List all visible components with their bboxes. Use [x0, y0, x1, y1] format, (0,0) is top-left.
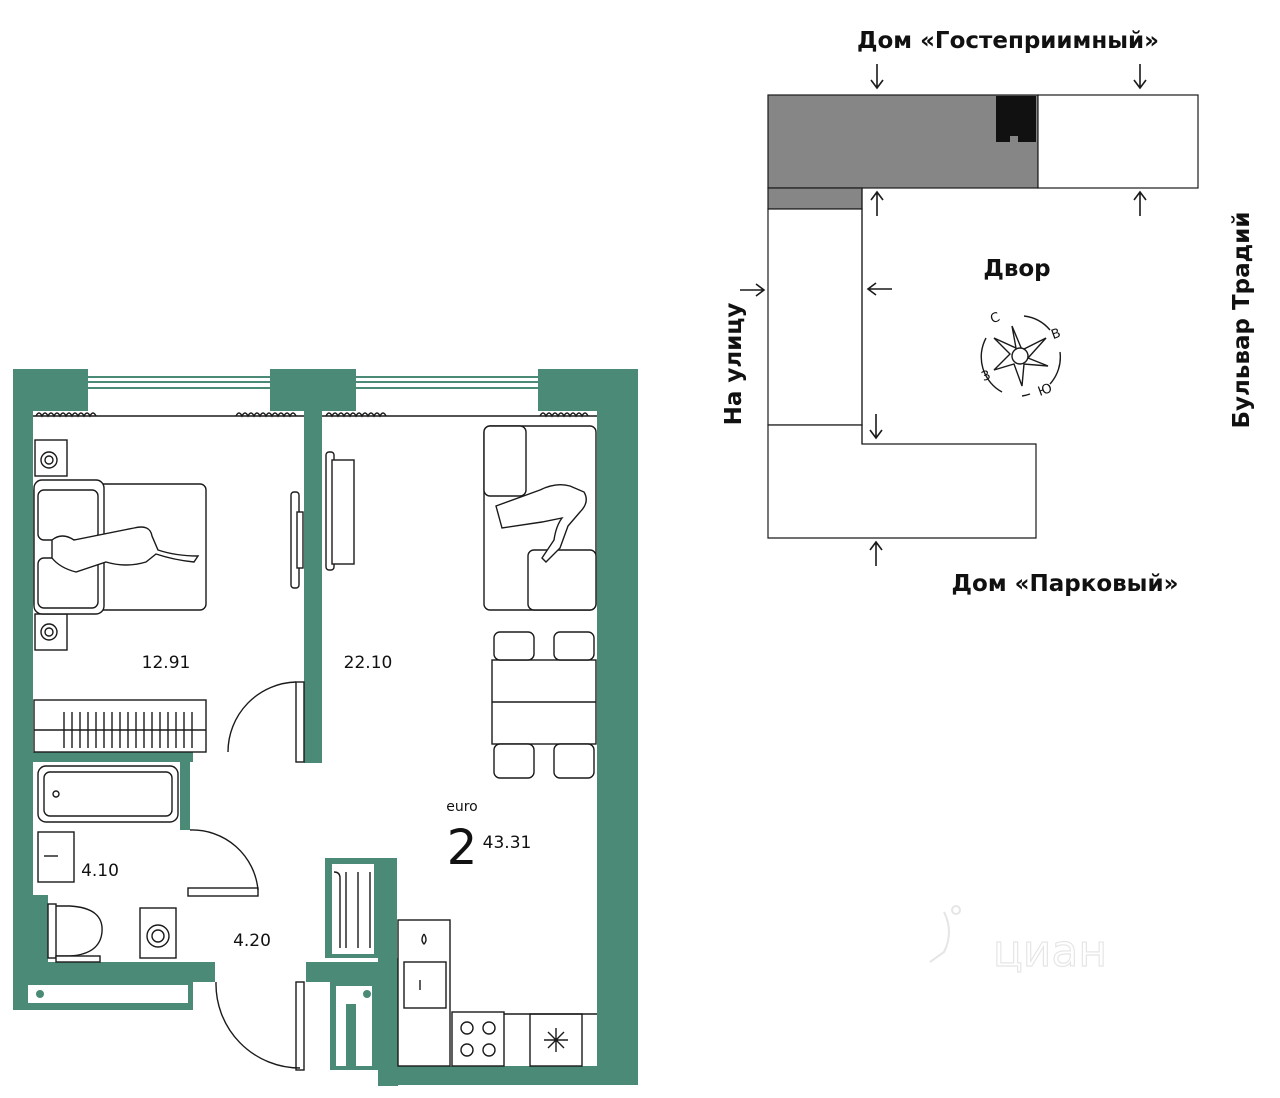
kitchen-sink	[403, 961, 447, 1009]
wall-top-left-pier	[13, 369, 88, 411]
building-top-right	[1037, 94, 1199, 189]
room-area-bathroom: 4.10	[81, 861, 119, 881]
snowflake-icon	[544, 1028, 568, 1052]
building-left-middle	[767, 208, 863, 426]
apartment-type-prefix: euro	[446, 799, 478, 815]
arrow-up-icon	[870, 190, 884, 216]
window-bedroom	[88, 376, 270, 389]
wall-bottom-left	[13, 962, 215, 982]
windows	[88, 376, 538, 389]
complex-building-wing	[767, 187, 863, 210]
window-living	[356, 376, 538, 389]
niche-left	[28, 985, 188, 1003]
riser-dot-left	[36, 990, 44, 998]
cian-logo-icon	[929, 905, 961, 963]
wall-bath-right	[180, 762, 190, 830]
apartment-rooms-count: 2	[447, 820, 478, 876]
compass-south: Ю	[1036, 381, 1054, 400]
niche-shaft	[332, 864, 374, 954]
niche-vestibule-inner	[346, 1004, 356, 1068]
sofa-cushion-top	[483, 425, 527, 497]
watermark-text: циан	[993, 926, 1107, 977]
sofa-cushion-bottom	[527, 549, 597, 611]
compass-east: В	[1049, 326, 1063, 343]
radiator-living	[333, 871, 371, 948]
toilet	[49, 905, 103, 957]
door-bedroom	[227, 681, 305, 763]
curtain-bedroom-right	[235, 412, 297, 418]
door-bathroom	[187, 829, 259, 897]
stove-burner-icon	[460, 1021, 474, 1035]
sleeping-person-icon	[51, 526, 200, 573]
apartment-floor-plan: 12.91 22.10 4.10 4.20 euro 2 43.31	[13, 369, 638, 1086]
room-area-bedroom: 12.91	[142, 653, 191, 673]
chair-2	[553, 631, 595, 661]
curtain-living-right	[539, 412, 589, 418]
chair-1	[493, 631, 535, 661]
riser-dot-right	[363, 990, 371, 998]
chair-4	[553, 743, 595, 779]
wall-bottom-right	[378, 1066, 638, 1085]
curtain-bedroom-left	[35, 412, 97, 418]
living-furniture	[325, 425, 597, 779]
wall-wc-left	[33, 895, 48, 963]
wall-top-middle-pier	[270, 369, 356, 411]
faucet-icon	[421, 933, 427, 945]
apartment-location-marker	[996, 96, 1036, 142]
compass-rose-icon	[980, 315, 1062, 397]
courtyard-label: Двор	[983, 256, 1050, 282]
seated-person-icon	[495, 483, 587, 563]
watermark: циан	[929, 905, 1108, 978]
stove	[451, 1011, 505, 1067]
wall-right	[597, 369, 638, 1085]
room-area-living-kitchen: 22.10	[344, 653, 393, 673]
room-area-hallway: 4.20	[233, 931, 271, 951]
niches	[28, 864, 374, 1068]
arrow-right-icon	[740, 283, 766, 297]
building-bottom	[767, 424, 1037, 539]
radiator-bedroom	[63, 712, 193, 748]
bath-drain-icon	[52, 790, 60, 798]
bath-mat	[55, 955, 101, 963]
entrance-arrows	[740, 64, 1147, 566]
door-entrance	[215, 981, 305, 1071]
bedroom-furniture	[33, 439, 304, 753]
curtain-living-left	[325, 412, 387, 418]
arrow-down-icon	[869, 414, 883, 440]
wall-partition-bedroom-living	[304, 411, 322, 763]
bathroom-fixtures	[37, 765, 179, 963]
washbasin	[37, 831, 75, 883]
arrow-down-icon	[1133, 64, 1147, 90]
arrow-left-icon	[866, 282, 892, 296]
compass-north: С	[988, 310, 1002, 327]
curtains	[33, 412, 597, 418]
apartment-total-area: 43.31	[483, 833, 532, 853]
chair-3	[493, 743, 535, 779]
wall-entrance-jamb	[378, 958, 398, 1086]
bed-pillow-top	[37, 489, 99, 541]
wall-left	[13, 369, 33, 983]
site-map: Дом «Гостеприимный» Двор	[721, 28, 1255, 597]
compass-west: З	[980, 368, 993, 385]
wall-entrance-right	[306, 962, 398, 982]
arrow-up-icon	[1133, 190, 1147, 216]
kitchen-furniture	[333, 871, 597, 1067]
label-street: На улицу	[721, 303, 747, 426]
arrow-down-icon	[870, 64, 884, 90]
label-boulevard: Бульвар Традий	[1229, 212, 1255, 429]
label-house-bottom: Дом «Парковый»	[952, 571, 1179, 597]
arrow-up-icon	[869, 540, 883, 566]
doors	[187, 681, 305, 1071]
wall-bedroom-bottom	[33, 752, 193, 762]
label-house-top: Дом «Гостеприимный»	[857, 28, 1159, 54]
